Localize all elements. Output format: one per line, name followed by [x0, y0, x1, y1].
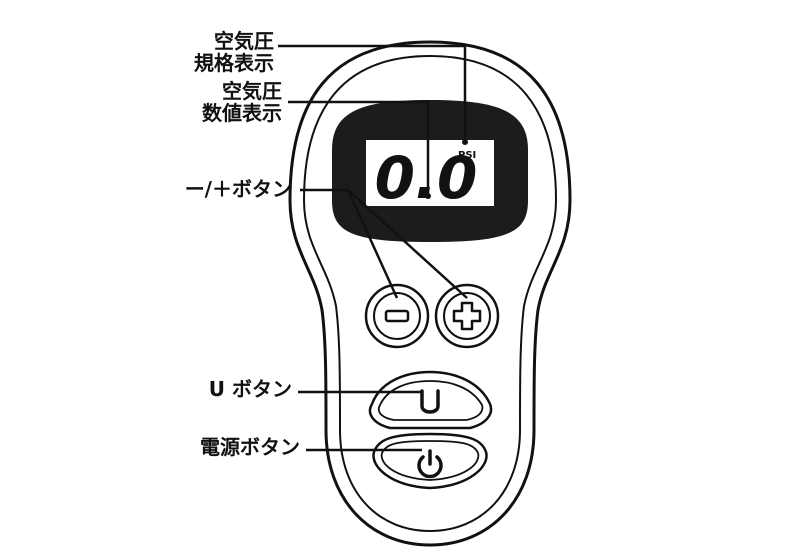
pressure-unit: PSI: [458, 150, 476, 161]
minus-button[interactable]: [364, 283, 430, 349]
label-pressure-standard-line2: 規格表示: [194, 51, 274, 75]
label-power-button: 電源ボタン: [200, 435, 300, 459]
minus-icon: [384, 309, 410, 323]
label-pressure-value: 空気圧 数値表示: [202, 80, 282, 124]
leader-pressure-value: [288, 100, 430, 196]
plus-button[interactable]: [434, 283, 500, 349]
u-icon: [420, 389, 440, 414]
u-button[interactable]: [368, 370, 493, 430]
plus-icon: [452, 301, 482, 331]
device-body-inner: [302, 54, 558, 533]
label-minus-plus-buttons: ー/＋ボタン: [184, 177, 292, 201]
leader-lines: [278, 44, 468, 452]
power-button[interactable]: [372, 432, 488, 490]
label-pressure-value-line1: 空気圧: [222, 79, 282, 103]
label-pressure-standard: 空気圧 規格表示: [194, 30, 274, 74]
power-icon: [417, 449, 443, 479]
pressure-reading: 0.0: [375, 144, 478, 212]
label-pressure-standard-line1: 空気圧: [214, 29, 274, 53]
leader-pressure-standard: [278, 44, 467, 142]
leader-plus: [347, 189, 468, 299]
label-pressure-value-line2: 数値表示: [202, 101, 282, 125]
label-u-button: U ボタン: [208, 377, 292, 401]
